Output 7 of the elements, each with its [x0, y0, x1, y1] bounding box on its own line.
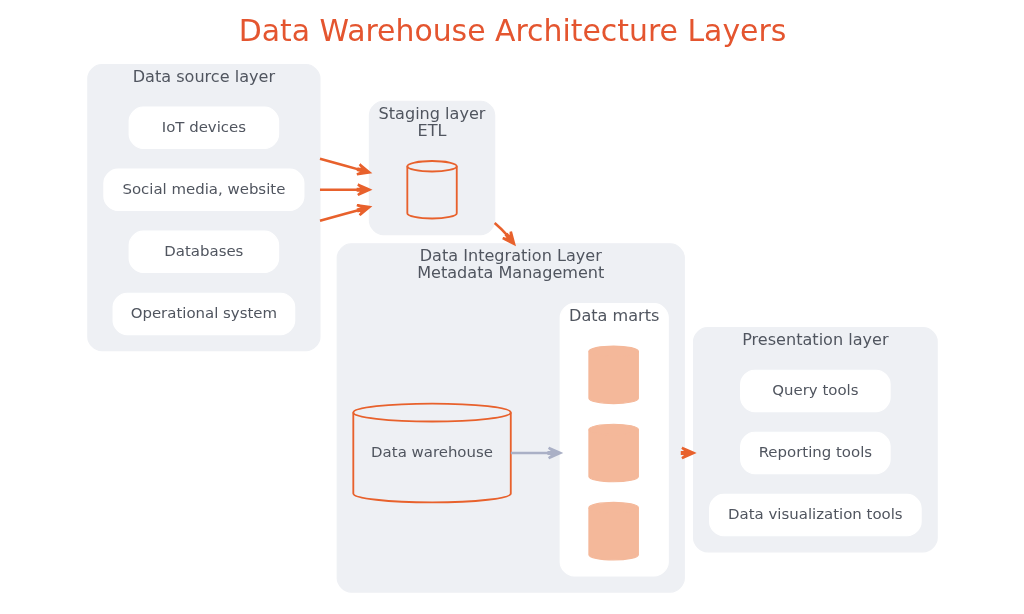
arrow [319, 183, 371, 197]
arrow [510, 446, 561, 460]
cluster: Data marts [559, 302, 669, 577]
cluster: Staging layer ETL [368, 100, 495, 236]
arrow [319, 157, 371, 176]
arrow [319, 203, 371, 222]
diagram-title: Data Warehouse Architecture Layers [238, 13, 786, 49]
